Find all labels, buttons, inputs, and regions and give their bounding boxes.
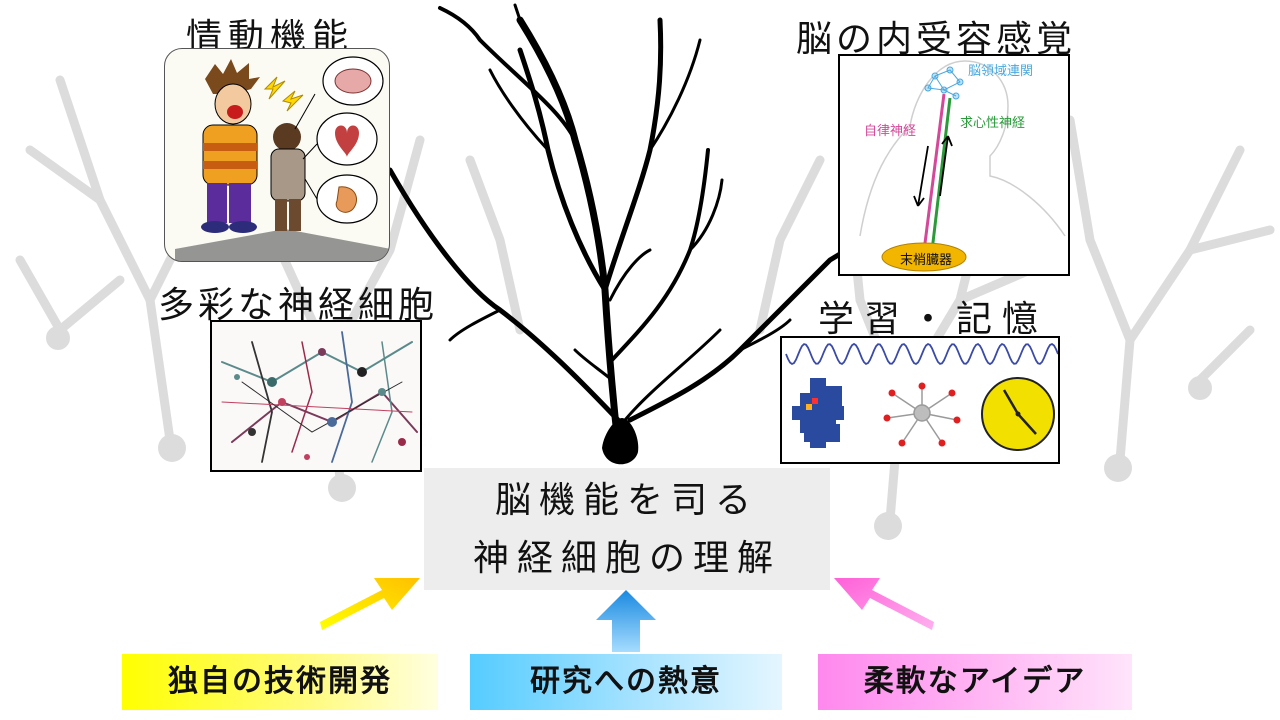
- oscillation-wave: [785, 342, 1058, 366]
- heading-neurons: 多彩な神経細胞: [158, 285, 439, 326]
- label-autonomic: 自律神経: [864, 124, 917, 139]
- arrow-yellow: [320, 578, 420, 630]
- central-theme-box: 脳機能を司る 神経細胞の理解: [424, 468, 830, 590]
- center-line-2: 神経細胞の理解: [472, 538, 781, 579]
- arrow-blue: [596, 590, 656, 652]
- banner-passion: 研究への熱意: [470, 654, 782, 710]
- place-field-map: [792, 378, 844, 448]
- neuron-icon: [883, 382, 961, 447]
- memory-illustration: [785, 342, 1058, 451]
- banner-technology: 独自の技術開発: [122, 654, 438, 710]
- neuron-splatter-art: [212, 322, 420, 470]
- banner-ideas: 柔軟なアイデア: [818, 654, 1132, 710]
- heading-memory: 学習・記憶: [818, 299, 1049, 340]
- brain-icon: [322, 56, 384, 106]
- heart-icon: [316, 112, 378, 166]
- lightning-icon: [263, 76, 304, 112]
- stomach-icon: [316, 174, 378, 224]
- interoception-diagram-panel: 脳領域連関 自律神経 求心性神経 末梢臓器: [838, 54, 1070, 276]
- label-region: 脳領域連関: [968, 64, 1034, 79]
- label-organ: 末梢臓器: [900, 253, 953, 268]
- memory-panel: [780, 336, 1060, 464]
- center-line-1: 脳機能を司る: [494, 480, 759, 521]
- clock-icon: [981, 377, 1055, 451]
- arrow-pink: [834, 578, 934, 630]
- emotion-cartoon-panel: [164, 48, 390, 262]
- heading-interoception: 脳の内受容感覚: [796, 19, 1077, 60]
- neurons-art-panel: [210, 320, 422, 472]
- body-brain-diagram: [859, 60, 1066, 272]
- emotion-cartoon-illustration: [175, 56, 389, 261]
- label-afferent: 求心性神経: [960, 116, 1026, 131]
